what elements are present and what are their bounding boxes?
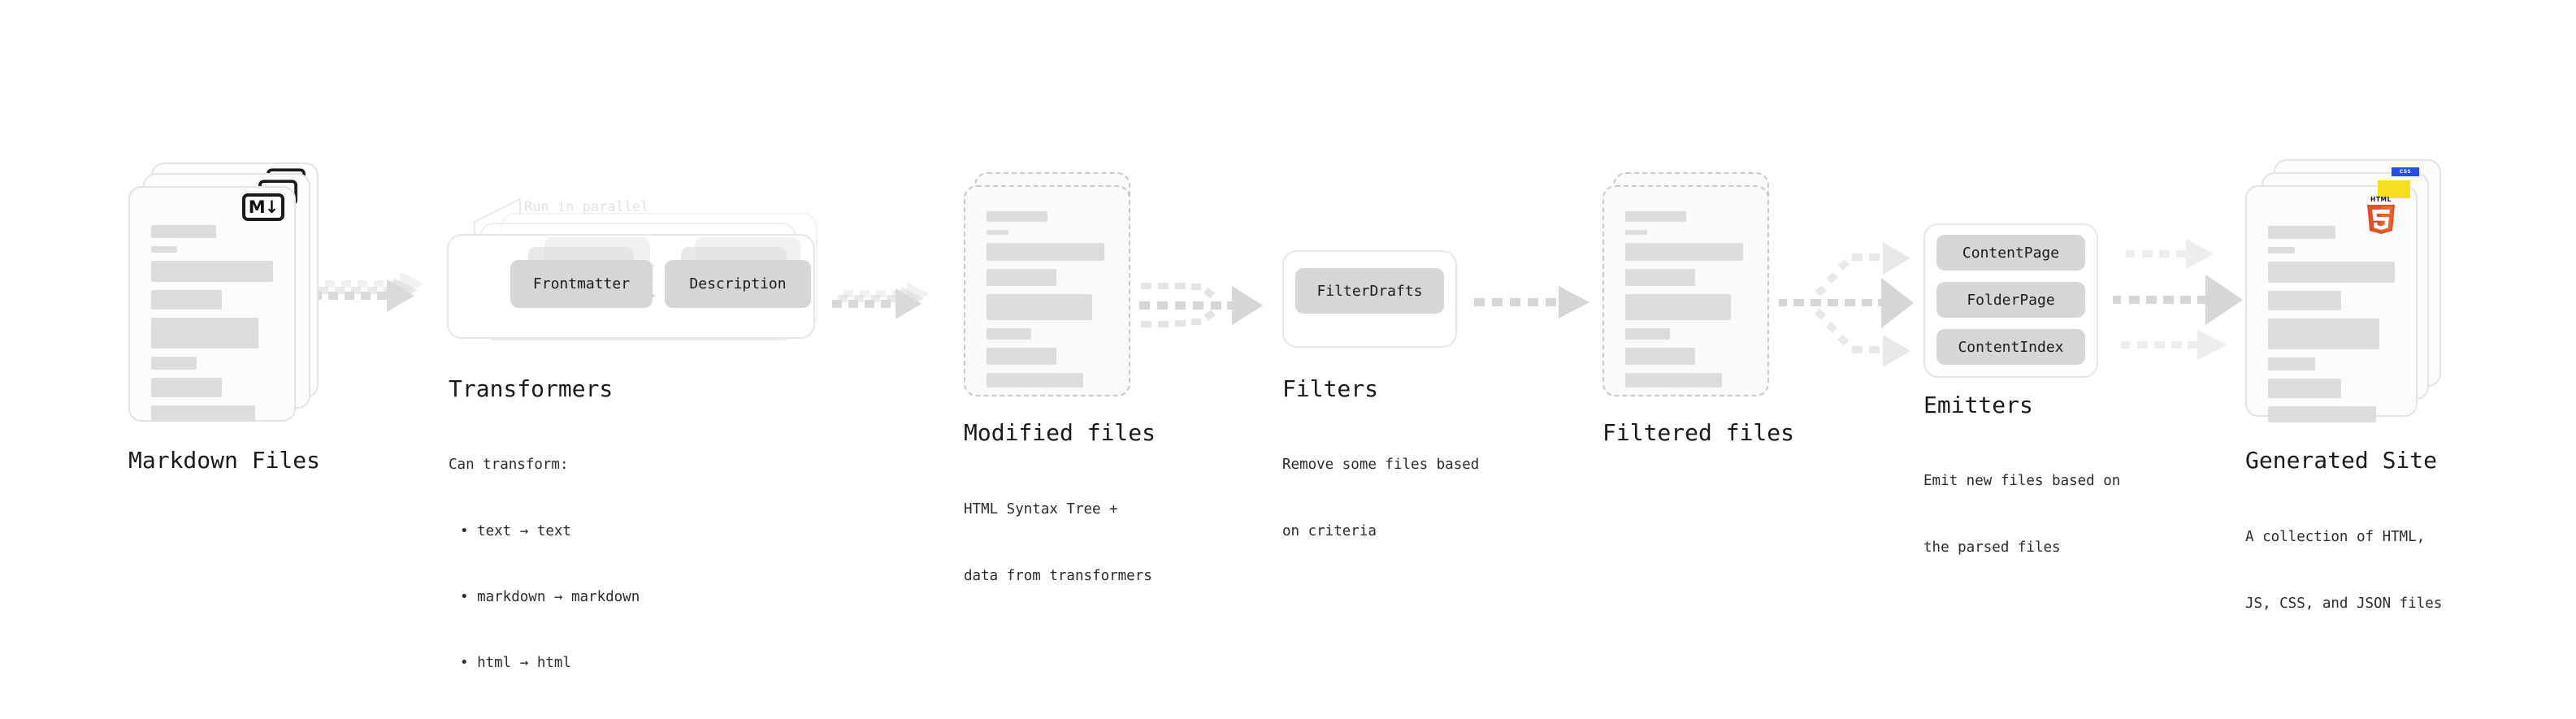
modified-files-subtitle-line-0: HTML Syntax Tree + (964, 501, 1118, 518)
modified-files-title: Modified files (964, 419, 1156, 446)
pipeline-diagram: M↓ M↓ M↓ Markdown Files (128, 159, 2457, 671)
filter-chip-filterdrafts[interactable]: FilterDrafts (1295, 268, 1444, 314)
connector-transformers-to-modified (832, 282, 930, 319)
connector-filters-to-filtered (1474, 286, 1589, 318)
filtered-doc-front (1602, 185, 1769, 396)
markdown-doc-front (128, 186, 296, 422)
transformers-title: Transformers (449, 375, 614, 402)
filters-subtitle: Remove some files based on criteria (1282, 410, 1479, 587)
connector-emitters-to-site (2113, 239, 2243, 360)
emitters-group: ContentPage FolderPage ContentIndex (1923, 223, 2098, 378)
transformers-subtitle: Can transform: • text → text • markdown … (449, 410, 640, 719)
css-badge: CSS (2392, 167, 2419, 176)
transformers-subtitle-line-0: Can transform: (449, 457, 569, 474)
emitters-title: Emitters (1923, 392, 2033, 418)
modified-files-subtitle: HTML Syntax Tree + data from transformer… (964, 455, 1152, 631)
transformers-subtitle-line-3: • html → html (460, 655, 571, 672)
filtered-doc-content (1625, 211, 1746, 396)
generated-site-subtitle-line-1: JS, CSS, and JSON files (2245, 595, 2443, 612)
emitters-subtitle-line-0: Emit new files based on (1923, 473, 2121, 490)
html5-badge: HTML (2364, 195, 2398, 234)
filters-group: FilterDrafts (1282, 250, 1457, 348)
transformer-chip-description[interactable]: Description (665, 260, 811, 308)
modified-doc-content (987, 211, 1108, 396)
transformers-subtitle-line-2: • markdown → markdown (460, 589, 640, 605)
markdown-files-stack: M↓ M↓ M↓ (128, 162, 340, 431)
emitter-chip-contentpage[interactable]: ContentPage (1936, 235, 2085, 271)
emitter-chip-folderpage[interactable]: FolderPage (1936, 282, 2085, 318)
modified-files-stack (964, 172, 1151, 432)
emitter-chip-contentindex[interactable]: ContentIndex (1936, 329, 2085, 365)
transformers-group: Frontmatter Description (447, 213, 829, 363)
modified-files-subtitle-line-1: data from transformers (964, 567, 1152, 584)
emitters-subtitle-line-1: the parsed files (1923, 539, 2061, 556)
filters-subtitle-line-1: on criteria (1282, 522, 1377, 539)
markdown-files-title: Markdown Files (128, 447, 321, 474)
connector-md-to-transformers (312, 271, 424, 312)
connector-filtered-to-emitters (1779, 242, 1914, 367)
generated-site-title: Generated Site (2245, 447, 2438, 474)
markdown-doc-content (151, 225, 273, 430)
generated-site-subtitle-line-0: A collection of HTML, (2245, 529, 2426, 546)
generated-site-stack: CSS HTML (2245, 159, 2457, 435)
transformers-subtitle-line-1: • text → text (460, 522, 571, 539)
filters-title: Filters (1282, 375, 1379, 402)
site-doc-content (2268, 226, 2395, 431)
modified-doc-front (964, 185, 1130, 396)
filters-subtitle-line-0: Remove some files based (1282, 457, 1480, 474)
run-in-parallel-label: Run in parallel (524, 199, 649, 215)
js-badge (2378, 180, 2410, 198)
markdown-badge-front: M↓ (242, 193, 284, 221)
connector-modified-to-filters (1139, 283, 1263, 327)
filtered-files-stack (1602, 172, 1789, 432)
transformer-chip-frontmatter[interactable]: Frontmatter (510, 260, 653, 308)
svg-text:HTML: HTML (2370, 196, 2392, 203)
emitters-subtitle: Emit new files based on the parsed files (1923, 427, 2120, 603)
generated-site-subtitle: A collection of HTML, JS, CSS, and JSON … (2245, 483, 2442, 659)
filtered-files-title: Filtered files (1602, 419, 1795, 446)
